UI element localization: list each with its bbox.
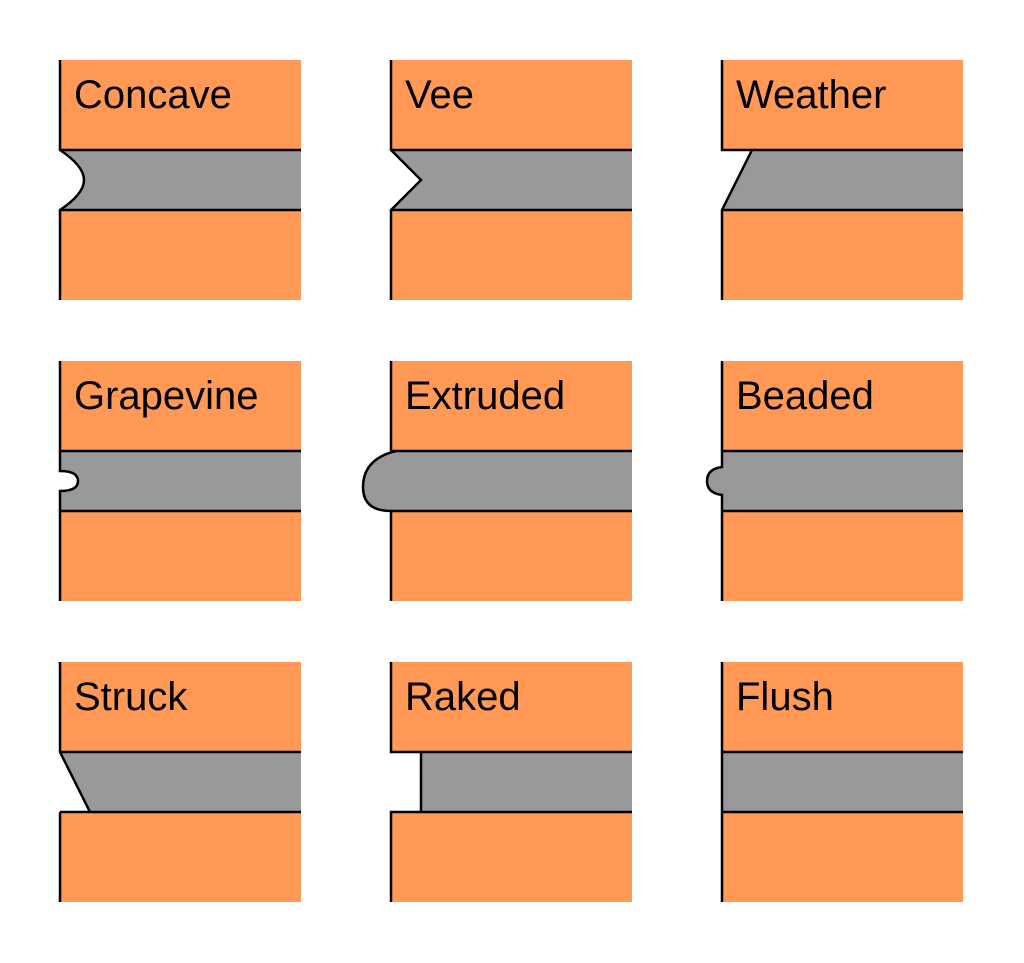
joint-outline xyxy=(705,361,963,601)
joint-outline xyxy=(720,60,963,300)
joint-panel-weather: Weather xyxy=(720,60,963,300)
joint-label: Weather xyxy=(736,73,886,117)
joint-label: Grapevine xyxy=(74,374,259,418)
joint-panel-vee: Vee xyxy=(389,60,632,300)
mortar-joint xyxy=(60,150,301,210)
joint-label: Flush xyxy=(736,675,834,719)
lower-brick xyxy=(60,812,301,902)
upper-brick xyxy=(722,361,963,451)
joint-label: Extruded xyxy=(405,374,565,418)
joint-label: Concave xyxy=(74,73,232,117)
joint-panel-raked: Raked xyxy=(389,662,632,902)
upper-brick xyxy=(722,60,963,150)
joint-label: Beaded xyxy=(736,374,874,418)
upper-brick xyxy=(391,60,632,150)
upper-brick xyxy=(60,662,301,752)
joint-label: Struck xyxy=(74,675,188,719)
joint-outline xyxy=(58,361,301,601)
upper-brick xyxy=(722,662,963,752)
joint-outline xyxy=(720,662,963,902)
mortar-joint xyxy=(421,752,632,812)
joint-panel-grapevine: Grapevine xyxy=(58,361,301,601)
joint-panel-extruded: Extruded xyxy=(361,361,632,601)
mortar-joint xyxy=(707,451,963,511)
joint-panel-concave: Concave xyxy=(58,60,301,300)
mortar-joint xyxy=(60,451,301,511)
upper-brick xyxy=(60,361,301,451)
joint-outline xyxy=(58,60,301,300)
mortar-joint xyxy=(722,150,963,210)
joint-outline xyxy=(389,662,632,902)
lower-brick xyxy=(60,210,301,300)
joint-panel-beaded: Beaded xyxy=(705,361,963,601)
mortar-joint xyxy=(722,752,963,812)
joint-label: Raked xyxy=(405,675,521,719)
joint-panel-struck: Struck xyxy=(58,662,301,902)
mortar-joint xyxy=(60,752,301,812)
lower-brick xyxy=(722,511,963,601)
joint-outline xyxy=(58,662,301,902)
lower-brick xyxy=(722,812,963,902)
upper-brick xyxy=(391,662,632,752)
upper-brick xyxy=(391,361,632,451)
joint-outline xyxy=(361,361,632,601)
upper-brick xyxy=(60,60,301,150)
lower-brick xyxy=(391,511,632,601)
lower-brick xyxy=(722,210,963,300)
lower-brick xyxy=(60,511,301,601)
lower-brick xyxy=(391,812,632,902)
mortar-joint xyxy=(391,150,632,210)
joint-panel-flush: Flush xyxy=(720,662,963,902)
joint-label: Vee xyxy=(405,73,474,117)
lower-brick xyxy=(391,210,632,300)
mortar-joint xyxy=(363,451,632,511)
joint-outline xyxy=(389,60,632,300)
